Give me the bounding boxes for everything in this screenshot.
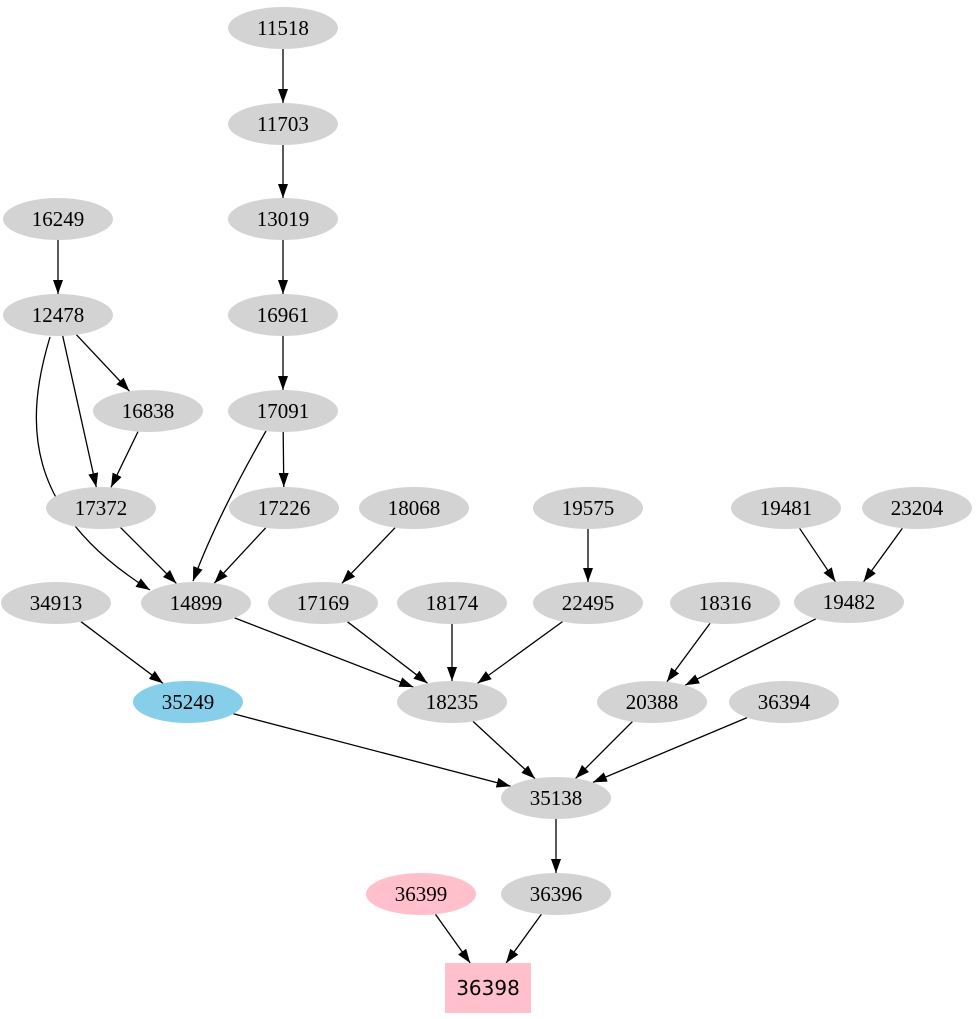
edge-19482-20388	[684, 618, 817, 686]
node-18235: 18235	[397, 681, 507, 723]
edge-20388-35138	[575, 721, 633, 779]
edge-36394-35138	[592, 717, 748, 783]
edge-14899-18235	[234, 617, 414, 688]
edge-22495-18235	[477, 621, 563, 684]
node-20388: 20388	[597, 681, 707, 723]
edge-36399-36398	[434, 913, 471, 964]
node-35138: 35138	[501, 777, 611, 819]
node-22495: 22495	[533, 582, 643, 624]
node-36394: 36394	[729, 681, 839, 723]
node-16838: 16838	[93, 390, 203, 432]
edge-23204-19482	[863, 527, 903, 583]
node-17169: 17169	[268, 582, 378, 624]
node-23204: 23204	[862, 487, 972, 529]
node-19575: 19575	[533, 487, 643, 529]
edge-18316-20388	[666, 622, 711, 683]
edge-18068-17169	[341, 527, 396, 584]
edge-12478-17372	[62, 335, 99, 488]
edge-18235-35138	[472, 720, 536, 780]
node-17226: 17226	[229, 487, 339, 529]
node-16249: 16249	[3, 198, 113, 240]
node-14899: 14899	[141, 582, 251, 624]
node-11518: 11518	[228, 7, 338, 49]
edge-17169-18235	[347, 621, 428, 684]
node-12478: 12478	[3, 294, 113, 336]
edge-12478-14899	[35, 336, 151, 591]
edge-16838-17372	[110, 431, 139, 488]
node-17091: 17091	[228, 390, 338, 432]
edge-17091-17226	[278, 431, 289, 488]
edge-36396-36398	[505, 913, 542, 964]
node-19481: 19481	[731, 487, 841, 529]
node-35249-highlighted-blue: 35249	[133, 681, 243, 723]
edge-17091-14899	[192, 430, 267, 582]
node-36396: 36396	[501, 873, 611, 915]
edge-17226-14899	[213, 527, 267, 584]
node-18174: 18174	[397, 582, 507, 624]
node-19482: 19482	[794, 581, 904, 623]
node-18068: 18068	[359, 487, 469, 529]
edge-19481-19482	[799, 527, 836, 583]
node-18316: 18316	[670, 582, 780, 624]
node-16961: 16961	[228, 294, 338, 336]
node-11703: 11703	[228, 103, 338, 145]
node-36399-highlighted-pink: 36399	[366, 873, 476, 915]
edge-34913-35249	[80, 621, 164, 684]
node-34913: 34913	[1, 582, 111, 624]
edge-17372-14899	[120, 527, 177, 584]
edge-12478-16838	[76, 334, 130, 392]
node-13019: 13019	[228, 198, 338, 240]
edge-35249-35138	[233, 713, 511, 788]
node-36398-highlighted-pink-box: 36398	[445, 963, 531, 1013]
node-17372: 17372	[46, 487, 156, 529]
